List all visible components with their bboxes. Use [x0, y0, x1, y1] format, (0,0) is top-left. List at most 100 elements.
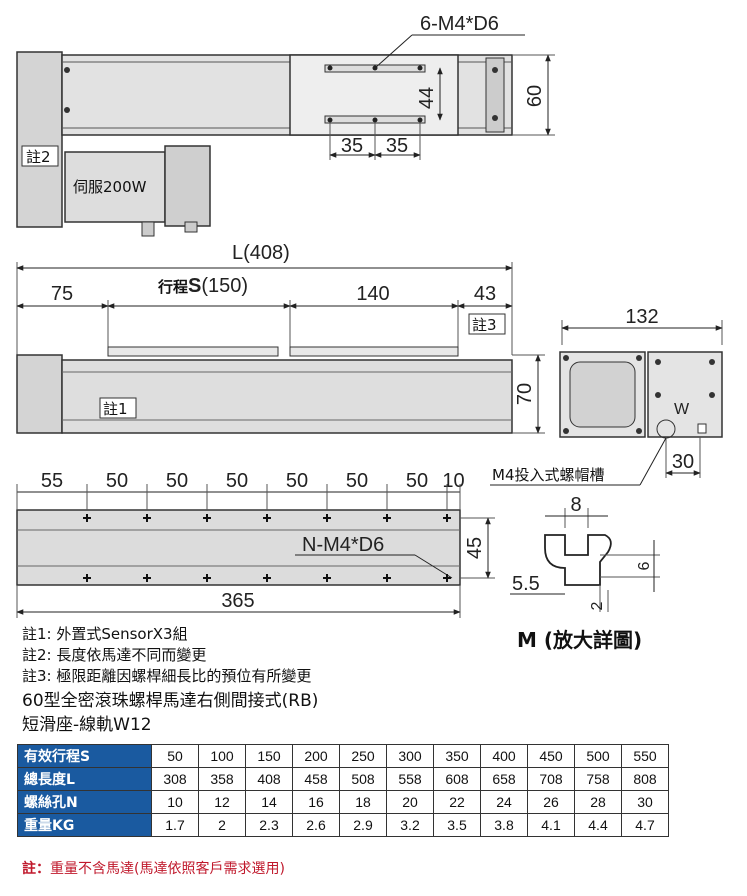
spec-cell: 2.9: [339, 813, 387, 837]
rail-dim-50-4: 50: [286, 470, 308, 492]
rail-dim-50-6: 50: [406, 470, 428, 492]
rail-bolt-hole: [323, 514, 331, 522]
spec-cell: 4.4: [574, 813, 622, 837]
rail-bolt-hole: [143, 514, 151, 522]
spec-cell: 608: [433, 767, 481, 791]
model-title: 60型全密滾珠螺桿馬達右側間接式(RB): [22, 691, 319, 711]
footer-prefix: 註：: [22, 861, 50, 877]
spec-cell: 28: [574, 790, 622, 814]
detail-m: 8 6 5.5 2: [510, 494, 660, 612]
note-3: 註3: 極限距離因螺桿細長比的預位有所變更: [22, 667, 312, 685]
spec-cell: 308: [151, 767, 199, 791]
stroke-label-value: (150): [201, 275, 248, 297]
note-1: 註1: 外置式SensorX3組: [22, 625, 188, 643]
spec-cell: 408: [245, 767, 293, 791]
note-tag-1: 註1: [103, 400, 128, 418]
model-subtitle: 短滑座-線軌W12: [22, 715, 152, 735]
motor-label: 伺服200W: [73, 178, 147, 196]
notes-block: 註1: 外置式SensorX3組 註2: 長度依馬達不同而變更 註3: 極限距離…: [22, 624, 542, 737]
spec-cell: 458: [292, 767, 340, 791]
dim-2: 2: [589, 601, 606, 610]
rail-callout-holes: N-M4*D6: [302, 534, 384, 556]
dim-365: 365: [221, 590, 254, 612]
slider-holes: [327, 65, 423, 123]
end-view: 132 W 30 M4投入式螺帽槽: [490, 306, 723, 486]
spec-cell: 758: [574, 767, 622, 791]
rail-bolt-hole: [383, 574, 391, 582]
dim-132: 132: [625, 306, 658, 328]
rail-bolt-hole: [263, 574, 271, 582]
servo-motor: [64, 151, 166, 223]
spec-cell: 10: [151, 790, 199, 814]
w-label: W: [674, 401, 690, 418]
rail-bolt-hole: [203, 514, 211, 522]
dim-70: 70: [514, 383, 536, 405]
callout-holes-top: 6-M4*D6: [420, 13, 499, 35]
spec-cell: 2.3: [245, 813, 293, 837]
rail-bolt-hole: [203, 574, 211, 582]
dim-total-length: L(408): [232, 242, 290, 264]
spec-cell: 400: [480, 744, 528, 768]
top-view: 6-M4*D6 44 60 35 35 註2 伺服200W: [16, 13, 555, 237]
spec-cell: 150: [245, 744, 293, 768]
dim-43: 43: [474, 283, 496, 305]
detail-caption: M (放大詳圖): [517, 628, 643, 652]
spec-cell: 300: [386, 744, 434, 768]
spec-cell: 3.5: [433, 813, 481, 837]
rail-bolt-hole: [323, 574, 331, 582]
spec-cell: 200: [292, 744, 340, 768]
rail-bolt-hole: [383, 514, 391, 522]
spec-cell: 450: [527, 744, 575, 768]
dim-44: 44: [416, 87, 438, 109]
footer-note: 註：重量不含馬達(馬達依照客戶需求選用): [22, 858, 285, 878]
footer-text: 重量不含馬達(馬達依照客戶需求選用): [50, 861, 285, 877]
dim-35-left: 35: [341, 135, 363, 157]
dim-5-5: 5.5: [512, 573, 540, 595]
dim-35-right: 35: [386, 135, 408, 157]
dim-140: 140: [356, 283, 389, 305]
spec-cell: 350: [433, 744, 481, 768]
spec-cell: 12: [198, 790, 246, 814]
spec-row-label: 螺絲孔N: [17, 790, 152, 814]
spec-cell: 3.8: [480, 813, 528, 837]
spec-cell: 22: [433, 790, 481, 814]
slot-callout: M4投入式螺帽槽: [492, 466, 605, 484]
rail-dim-50-2: 50: [166, 470, 188, 492]
end-cap-left: [16, 51, 63, 228]
note-tag-2: 註2: [26, 148, 51, 166]
stroke-label: 行程S(150): [157, 275, 248, 297]
spec-row-label: 重量KG: [17, 813, 152, 837]
spec-cell: 708: [527, 767, 575, 791]
stroke-label-prefix: 行程: [157, 278, 188, 296]
spec-cell: 30: [621, 790, 669, 814]
rail-bolt-hole: [263, 514, 271, 522]
spec-cell: 808: [621, 767, 669, 791]
spec-cell: 20: [386, 790, 434, 814]
rail-dim-55: 55: [41, 470, 63, 492]
spec-cell: 558: [386, 767, 434, 791]
rail-dim-50-5: 50: [346, 470, 368, 492]
spec-cell: 2.6: [292, 813, 340, 837]
spec-cell: 24: [480, 790, 528, 814]
dim-75: 75: [51, 283, 73, 305]
spec-row-label: 總長度L: [17, 767, 152, 791]
rail-bolt-hole: [443, 514, 451, 522]
spec-cell: 14: [245, 790, 293, 814]
spec-cell: 508: [339, 767, 387, 791]
spec-cell: 500: [574, 744, 622, 768]
slot-profile: [544, 534, 612, 586]
rail-bolt-hole: [443, 574, 451, 582]
spec-cell: 1.7: [151, 813, 199, 837]
dim-6: 6: [636, 561, 653, 570]
spec-cell: 250: [339, 744, 387, 768]
stroke-label-s: S: [188, 275, 201, 297]
rail-view: 55 50 50 50 50 50 50 10 N-M4*D6 45 365: [16, 470, 495, 618]
note-2: 註2: 長度依馬達不同而變更: [22, 646, 207, 664]
spec-cell: 550: [621, 744, 669, 768]
rail-body: [16, 509, 461, 586]
